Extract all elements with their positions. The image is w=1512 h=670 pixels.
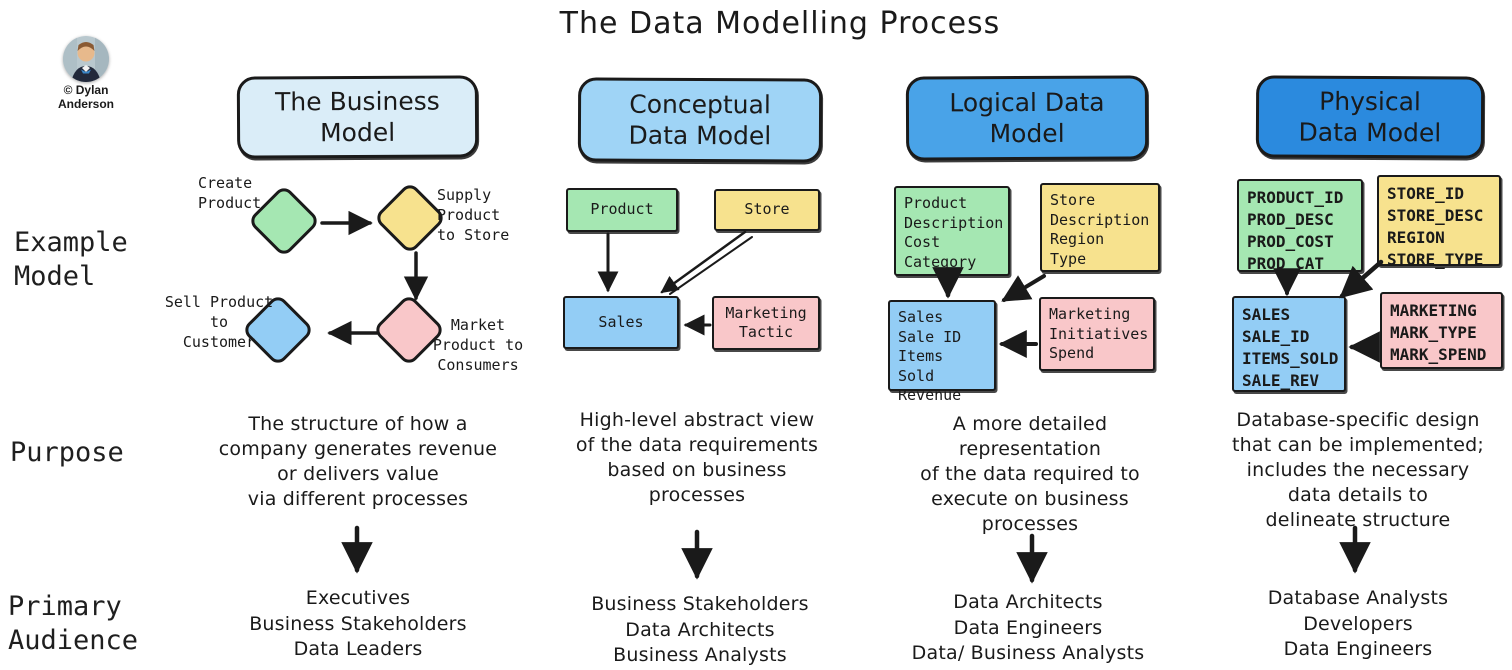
author-avatar (63, 36, 109, 82)
entity-conceptual-product: Product (566, 188, 678, 232)
audience-logical: Data Architects Data Engineers Data/ Bus… (911, 591, 1145, 665)
purpose-conceptual: High-level abstract view of the data req… (575, 409, 819, 507)
label-supply-product: Supply Product to Store (437, 186, 510, 244)
entity-logical-store: Store Description Region Type (1040, 183, 1160, 272)
header-logical-data-model: Logical Data Model (905, 75, 1149, 161)
entity-conceptual-marketing: Marketing Tactic (712, 296, 820, 350)
entity-physical-marketing: MARKETING MARK_TYPE MARK_SPEND (1380, 292, 1503, 369)
label-sell-product: Sell Product to Customer (164, 293, 274, 351)
entity-logical-sales: Sales Sale ID Items Sold Revenue (888, 300, 996, 404)
label-create-product: Create Product (198, 174, 262, 212)
purpose-logical: A more detailed representation of the da… (920, 413, 1140, 536)
purpose-physical: Database-specific design that can be imp… (1231, 409, 1485, 532)
entity-physical-sales: SALES SALE_ID ITEMS_SOLD SALE_REV (1232, 296, 1346, 392)
entity-logical-product: Product Description Cost Category (894, 186, 1010, 276)
row-label-primary-audience: Primary Audience (8, 591, 139, 656)
header-physical-data-model: Physical Data Model (1255, 75, 1485, 159)
row-label-purpose: Purpose (10, 437, 124, 468)
arrow-conceptual-store-to-sales-2 (669, 236, 753, 295)
header-business-model: The Business Model (236, 75, 479, 159)
author-credit: © Dylan Anderson (57, 83, 114, 111)
audience-physical: Database Analysts Developers Data Engine… (1267, 587, 1449, 661)
purpose-business-model: The structure of how a company generates… (218, 413, 498, 511)
header-conceptual-data-model: Conceptual Data Model (577, 77, 823, 163)
row-label-example-model: Example Model (14, 227, 128, 292)
entity-physical-product: PRODUCT_ID PROD_DESC PROD_COST PROD_CAT (1237, 179, 1363, 273)
entity-logical-marketing: Marketing Initiatives Spend (1039, 297, 1155, 371)
audience-conceptual: Business Stakeholders Data Architects Bu… (591, 593, 809, 667)
entity-physical-store: STORE_ID STORE_DESC REGION STORE_TYPE (1377, 175, 1501, 269)
page-title: The Data Modelling Process (559, 6, 1001, 41)
arrow-logical-store-to-sales (1001, 274, 1046, 302)
diamond-supply-product (373, 181, 447, 255)
arrow-conceptual-store-to-sales (660, 230, 747, 294)
entity-conceptual-sales: Sales (563, 296, 679, 349)
audience-business-model: Executives Business Stakeholders Data Le… (249, 587, 467, 661)
entity-conceptual-store: Store (714, 189, 820, 231)
label-market-product: Market Product to Consumers (432, 316, 524, 374)
avatar-photo-icon (63, 36, 109, 82)
